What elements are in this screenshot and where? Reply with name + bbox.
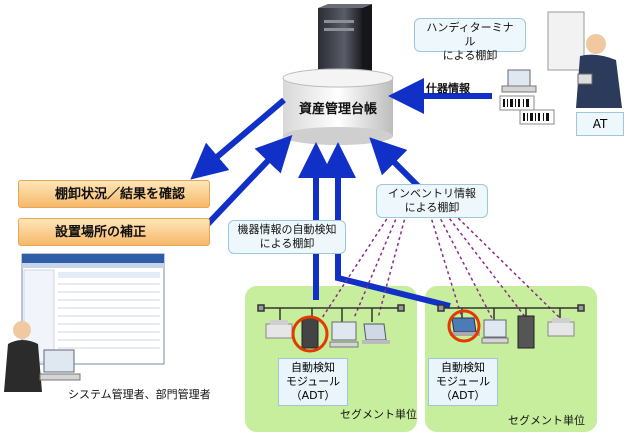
arrow-inventory-up <box>369 137 423 191</box>
fixture-info-label: 什器情報 <box>426 82 470 95</box>
laptop-icon-highlighted <box>450 317 480 336</box>
network-bus-left <box>257 304 405 322</box>
inventory-callout: インベントリ情報 による棚卸 <box>376 184 488 218</box>
at-label: AT <box>576 112 624 136</box>
handy-terminal-callout: ハンディターミナル による棚卸 <box>414 18 526 62</box>
connector-adt-right <box>335 272 451 309</box>
segment-unit-label-left: セグメント単位 <box>340 408 417 421</box>
database-label: 資産管理台帳 <box>298 102 377 117</box>
auto-detect-callout: 機器情報の自動検知 による棚卸 <box>228 220 346 254</box>
handheld-terminal-icon <box>501 69 537 93</box>
tower-pc-icon <box>301 317 319 349</box>
database-cylinder-icon <box>282 68 394 145</box>
administrator-figure-icon <box>4 321 81 392</box>
printer-icon <box>265 320 293 339</box>
tower-pc-icon <box>517 315 535 349</box>
desktop-pc-icon <box>481 319 509 344</box>
segment-unit-label-right: セグメント単位 <box>508 414 585 427</box>
printer-icon <box>547 318 575 337</box>
barcode-icon <box>499 95 555 125</box>
laptop-icon <box>362 323 390 344</box>
arrow-correction-to-db <box>201 134 293 231</box>
inventory-dotted-lines <box>321 213 561 319</box>
desktop-pc-icon <box>329 321 359 348</box>
highlight-ring-right <box>447 309 481 343</box>
adt-module-label-right: 自動検知 モジュール （ADT） <box>428 358 498 406</box>
worker-figure-icon <box>547 11 622 108</box>
location-correction-action: 設置場所の補正 <box>18 218 210 246</box>
check-status-action: 棚卸状況／結果を確認 <box>18 180 210 208</box>
adt-module-label-left: 自動検知 モジュール （ADT） <box>278 358 348 406</box>
admin-label: システム管理者、部門管理者 <box>68 388 211 401</box>
highlight-ring-left <box>291 315 329 353</box>
arrow-db-to-status <box>190 97 286 180</box>
admin-console-screenshot-icon <box>21 253 165 365</box>
